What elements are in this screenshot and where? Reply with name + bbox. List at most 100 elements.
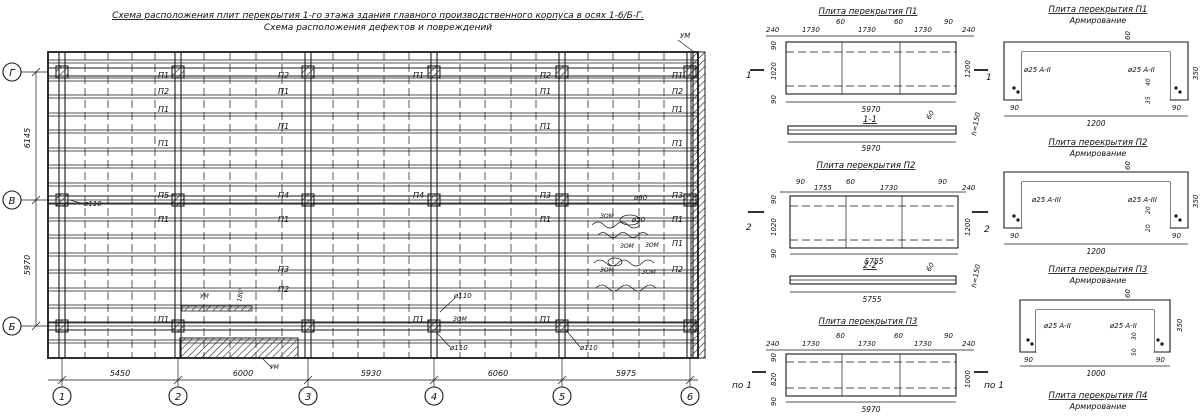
- slab-p1-section-mark-r: 1: [986, 73, 992, 83]
- reinf-p2-dim-20a: 20: [1145, 206, 1152, 214]
- axis-label-V: В: [9, 196, 16, 207]
- dim-tick: [173, 375, 183, 385]
- damaged-area-hatch: [179, 337, 299, 359]
- row-axes: Г В Б 6145 5970: [2, 62, 48, 336]
- slab-p2-section-length: 5755: [862, 295, 881, 304]
- note-d90: ø90: [633, 194, 648, 202]
- slab-p2-dim-60: 60: [846, 178, 855, 186]
- slab-p3-dim-240b: 240: [962, 340, 976, 348]
- column-square: [555, 193, 569, 207]
- row-dim-1: 6145: [23, 128, 32, 148]
- slab-p2-title: Плита перекрытия П2: [817, 161, 916, 171]
- col-dim-label: 6000: [233, 369, 253, 378]
- reinf-p1-dim-60: 60: [1124, 31, 1132, 40]
- axis-bubble-5: [552, 386, 572, 406]
- reinf-p1-title: Плита перекрытия П1: [1049, 5, 1148, 15]
- slab-p2-length: 5755: [864, 257, 883, 266]
- axis-bubble-2: [168, 386, 188, 406]
- reinf-p2-dim-20b: 20: [1145, 224, 1152, 232]
- slab-label: П2: [672, 87, 683, 96]
- reinf-p3-bar-right: ø25 А-II: [1109, 322, 1137, 330]
- crack-hatch: [181, 305, 253, 312]
- column-square: [171, 65, 185, 79]
- slab-rows: [48, 59, 698, 344]
- note-d110-4: ø110: [579, 344, 598, 352]
- plan-subtitle: Схема расположения дефектов и повреждени…: [264, 23, 492, 33]
- reinf-p3-bar-left: ø25 А-II: [1043, 322, 1071, 330]
- slab-label: П2: [540, 71, 551, 80]
- slab-label: П3: [278, 265, 289, 274]
- note-um-top: УМ: [680, 32, 690, 40]
- row-dim-2: 5970: [23, 255, 32, 275]
- slab-p2-dim-1730: 1730: [880, 184, 898, 192]
- column-square: [171, 193, 185, 207]
- axis-bubble-1: [52, 386, 72, 406]
- axis-label-G: Г: [9, 68, 16, 79]
- slab-p3-dim-1730b: 1730: [858, 340, 876, 348]
- slab-label: П5: [158, 191, 169, 200]
- slab-p1-drawing: Плита перекрытия П1 1 1 240 1730 60 1730…: [746, 7, 992, 153]
- slab-p3-section-mark-l: по 1: [732, 381, 752, 391]
- plan-title: Схема расположения плит перекрытия 1-го …: [112, 11, 644, 21]
- dim-tick: [557, 375, 567, 385]
- slab-p1-side-90b: 90: [770, 95, 778, 104]
- column-square: [555, 65, 569, 79]
- reinf-p3-dim-50: 50: [1131, 348, 1138, 356]
- slab-p1-dim-1730a: 1730: [802, 26, 820, 34]
- slab-p2-dim-90a: 90: [796, 178, 805, 186]
- slab-p3-dim-60b: 60: [894, 332, 903, 340]
- note-zom-2: ЗОМ: [620, 243, 635, 250]
- note-deg: 180°: [236, 287, 245, 302]
- slab-label: П1: [540, 122, 551, 131]
- slab-label: П1: [540, 315, 551, 324]
- slab-p1-side-1020: 1020: [770, 62, 778, 80]
- slab-label: П1: [672, 105, 683, 114]
- slab-p3-dim-1730a: 1730: [802, 340, 820, 348]
- slab-label: П3: [672, 191, 683, 200]
- slab-p2-drawing: Плита перекрытия П2 2 2 90 1755 60 1730 …: [746, 161, 990, 304]
- slab-label: П1: [672, 239, 683, 248]
- reinf-p3-dim-90a: 90: [1024, 356, 1033, 364]
- column-square: [55, 193, 69, 207]
- axis-label-4: 4: [431, 392, 437, 403]
- slab-p1-dim-240b: 240: [962, 26, 976, 34]
- slab-p3-side-820: 820: [770, 372, 778, 386]
- slab-p2-dim-240: 240: [962, 184, 976, 192]
- col-dim-label: 5450: [110, 369, 130, 378]
- slab-label: П1: [413, 71, 424, 80]
- slab-p1-section-h: 60: [925, 109, 937, 121]
- slab-p3-dim-90: 90: [944, 332, 953, 340]
- slab-p1-section-h2: h=150: [970, 111, 982, 136]
- slab-p3-side-90b: 90: [770, 397, 778, 406]
- column-square: [301, 65, 315, 79]
- plan-annotations: УМ ø110 ø90 ЗОМ ø50 ЗОМ ЗОМ ЗОМ ЗОМ УМ 1…: [69, 32, 695, 371]
- reinf-p1-dim-40: 40: [1145, 78, 1152, 86]
- column-square: [427, 319, 441, 333]
- reinf-p2-subtitle: Армирование: [1069, 149, 1127, 158]
- note-d110-1: ø110: [83, 200, 102, 208]
- column-square: [301, 193, 315, 207]
- slab-label: П4: [278, 191, 289, 200]
- slab-p1-section-title-2: 1-1: [863, 115, 877, 125]
- reinf-p3-dim-60: 60: [1124, 289, 1132, 298]
- note-d50: ø50: [631, 216, 646, 224]
- reinf-p4-title: Плита перекрытия П4: [1049, 391, 1148, 401]
- slab-p1-length: 5970: [861, 105, 880, 114]
- structural-columns: [55, 65, 697, 333]
- slab-p1-dim-1730b: 1730: [858, 26, 876, 34]
- dim-tick: [685, 375, 695, 385]
- slab-p3-dim-60a: 60: [836, 332, 845, 340]
- axis-bubble-4: [424, 386, 444, 406]
- slab-p1-section-mark-l: 1: [746, 71, 752, 81]
- slab-p2-section-h: 60: [925, 261, 937, 273]
- slab-p3-dim-240a: 240: [766, 340, 780, 348]
- col-dim-label: 5975: [616, 369, 636, 378]
- axis-label-6: 6: [687, 392, 693, 403]
- reinf-p2-dim-350: 350: [1192, 194, 1200, 208]
- axis-bubble-3: [298, 386, 318, 406]
- reinf-p2-dim-60: 60: [1124, 161, 1132, 170]
- slab-p2-dim-1755: 1755: [814, 184, 832, 192]
